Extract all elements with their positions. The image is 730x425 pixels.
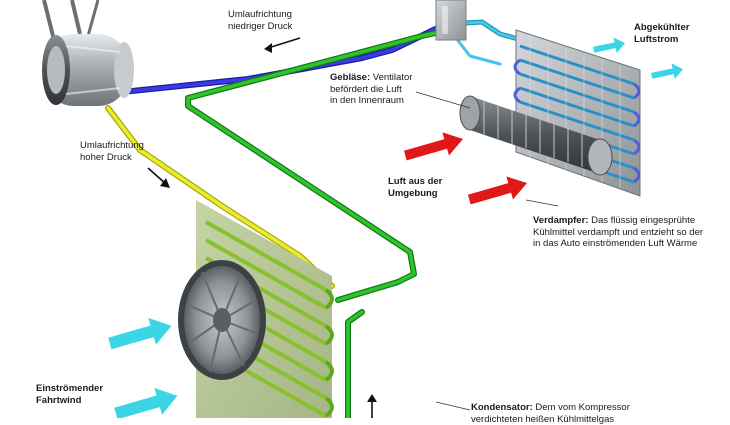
blower-label-line3: in den Innenraum [330,95,412,107]
low-pressure-label-line1: Umlaufrichtung [228,9,292,21]
compressor-icon [42,0,134,106]
flow-direction-arrow-icon [367,394,377,418]
evaporator-label: Verdampfer: Das flüssig eingesprühte Küh… [533,215,703,250]
ambient-air-label-line2: Umgebung [388,188,442,200]
high-pressure-label-line1: Umlaufrichtung [80,140,144,152]
condenser-icon [178,200,332,418]
cooled-air-label-line1: Abgekühlter [634,22,689,34]
evaporator-label-line1: Das flüssig eingesprühte [588,215,695,226]
headwind-label-line2: Fahrtwind [36,395,103,407]
low-pressure-label: Umlaufrichtung niedriger Druck [228,9,292,32]
headwind-label-line1: Einströmender [36,383,103,395]
cooled-air-arrow [650,61,685,83]
high-pressure-label: Umlaufrichtung hoher Druck [80,140,144,163]
low-pressure-label-line2: niedriger Druck [228,21,292,33]
evaporator-icon [515,30,640,196]
headwind-arrow [106,312,175,357]
headwind-arrow [112,382,181,418]
evaporator-label-title: Verdampfer: [533,215,588,226]
condenser-label: Kondensator: Dem vom Kompressor verdicht… [471,402,630,425]
blower-label-line1: Ventilator [370,72,412,83]
condenser-fan-icon [178,260,266,380]
blower-label-line2: befördert die Luft [330,84,412,96]
headwind-label: Einströmender Fahrtwind [36,383,103,406]
flow-direction-arrow-icon [264,38,300,53]
blower-label-title: Gebläse: [330,72,370,83]
ambient-air-arrow [402,127,466,167]
ambient-air-label-line1: Luft aus der [388,176,442,188]
expansion-valve-icon [436,0,466,40]
condenser-label-title: Kondensator: [471,402,533,413]
condenser-label-line2: verdichteten heißen Kühlmittelgas [471,414,630,425]
evaporator-label-line3: in das Auto einströmenden Luft Wärme [533,238,703,250]
high-pressure-label-line2: hoher Druck [80,152,144,164]
cooled-air-arrow [592,35,627,57]
blower-label: Gebläse: Ventilator befördert die Luft i… [330,72,412,107]
cooled-air-label-line2: Luftstrom [634,34,689,46]
cooled-air-label: Abgekühlter Luftstrom [634,22,689,45]
ambient-air-arrow [466,171,530,211]
evaporator-label-line2: Kühlmittel verdampft und entzieht so der [533,227,703,239]
condenser-label-line1: Dem vom Kompressor [533,402,630,413]
ambient-air-label: Luft aus der Umgebung [388,176,442,199]
